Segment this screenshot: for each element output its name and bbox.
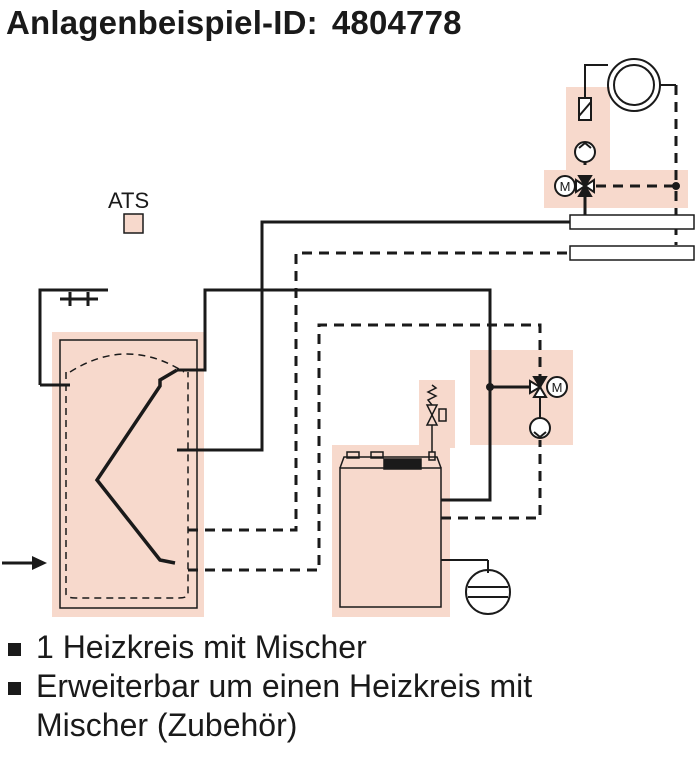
distribution-manifold <box>569 214 695 261</box>
radiator-icon <box>607 58 661 112</box>
feature-item: 1 Heizkreis mit Mischer <box>8 628 646 667</box>
system-example-id: 4804778 <box>331 4 462 41</box>
safety-valve-icon <box>425 384 447 452</box>
expansion-vessel-icon <box>441 559 511 615</box>
feature-list: 1 Heizkreis mit Mischer Erweiterbar um e… <box>8 628 646 745</box>
mixer-motor-icon-2 <box>546 376 568 398</box>
storage-highlight <box>52 332 204 617</box>
pump-icon <box>574 141 596 163</box>
heating-circuit-1 <box>554 58 680 197</box>
hydraulic-diagram: ATS <box>2 58 695 617</box>
feature-text: 1 Heizkreis mit Mischer <box>36 629 367 665</box>
pump-icon-2 <box>529 417 551 439</box>
title-label: Anlagenbeispiel-ID: <box>6 4 318 41</box>
storage-tank <box>59 339 198 609</box>
highlight-areas <box>52 87 688 617</box>
page-title: Anlagenbeispiel-ID: 4804778 <box>6 4 462 42</box>
bullet-icon <box>8 643 21 656</box>
ats-label: ATS <box>108 188 149 213</box>
dhw-outlet-taps <box>38 288 108 387</box>
motor-label-2: M <box>552 380 563 395</box>
mixer-module <box>486 376 568 439</box>
motor-label-1: M <box>560 179 571 194</box>
boiler-highlight <box>332 445 450 617</box>
cold-water-inlet-arrow <box>2 556 47 570</box>
feature-item: Erweiterbar um einen Heizkreis mit Misch… <box>8 667 646 745</box>
boiler <box>339 451 442 608</box>
safety-group-highlight <box>419 380 455 448</box>
bullet-icon <box>8 682 21 695</box>
outdoor-sensor-icon <box>123 213 144 234</box>
feature-text: Erweiterbar um einen Heizkreis mit Misch… <box>36 668 533 743</box>
